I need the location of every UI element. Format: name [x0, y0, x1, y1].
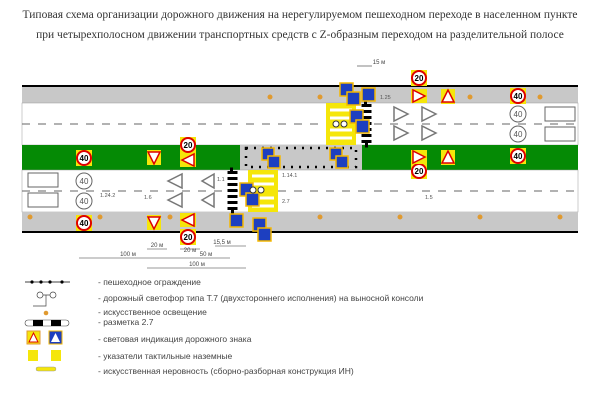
vehicle-icons	[27, 106, 576, 208]
dim-100m-a: 100 м	[120, 252, 136, 258]
svg-text:40: 40	[514, 130, 523, 139]
dimension-lines	[79, 65, 372, 269]
legend-sign-indication: - световая индикация дорожного знака	[98, 334, 252, 344]
svg-text:40: 40	[80, 219, 89, 228]
legend-speed-bump: - искусственная неровность (сборно-разбо…	[98, 366, 354, 376]
marking-checker-lower	[227, 167, 238, 215]
svg-text:40: 40	[80, 177, 89, 186]
legend-symbols	[24, 280, 70, 372]
svg-text:40: 40	[80, 154, 89, 163]
svg-text:20: 20	[184, 233, 193, 242]
speed-sign-40: 40	[510, 88, 526, 104]
warning-signs	[146, 88, 456, 231]
label-1-25: 1.25	[380, 95, 391, 101]
label-2-7: 2.7	[282, 199, 290, 205]
speed-sign-20: 20	[180, 229, 196, 245]
svg-text:20: 20	[415, 167, 424, 176]
pedestrian-fence	[244, 146, 358, 169]
svg-text:40: 40	[80, 197, 89, 206]
label-1-24-2: 1.24.2	[100, 193, 115, 199]
speed-sign-40: 40	[510, 148, 526, 164]
legend-pedestrian-fence: - пешеходное ограждение	[98, 277, 201, 287]
dim-15m: 15 м	[373, 60, 385, 66]
legend-tactile: - указатели тактильные наземные	[98, 351, 233, 361]
speed-sign-40: 40	[76, 150, 92, 166]
legend-traffic-light: - дорожный светофор типа Т.7 (двухсторон…	[98, 293, 424, 303]
label-1-1: 1.1	[217, 177, 225, 183]
speed-sign-20: 20	[180, 137, 196, 153]
top-sidewalk	[22, 86, 578, 103]
speed-limit-signs: 40 40 40 40 20 20 20 20 40 40 40 40	[75, 70, 527, 245]
speed-sign-20: 20	[411, 70, 427, 86]
dim-15-5m: 15,5 м	[213, 240, 230, 246]
dim-50m: 50 м	[200, 252, 212, 258]
label-1-6: 1.6	[144, 195, 152, 201]
dim-20m-b: 20 м	[184, 248, 196, 254]
speed-sign-20: 20	[411, 163, 427, 179]
svg-text:40: 40	[514, 110, 523, 119]
legend-lighting: - искусственное освещение	[98, 307, 207, 317]
dim-100m-b: 100 м	[189, 262, 205, 268]
legend-marking-2-7: - разметка 2.7	[98, 317, 154, 327]
street-lamps	[27, 94, 563, 220]
title-line-1: Типовая схема организации дорожного движ…	[22, 9, 578, 21]
speed-sign-40: 40	[76, 215, 92, 231]
traffic-light-icons	[249, 120, 348, 194]
label-1-14-1: 1.14.1	[282, 173, 297, 179]
label-1-5: 1.5	[425, 195, 433, 201]
bottom-sidewalk	[22, 212, 578, 232]
title-line-2: при четырехполосном движении транспортны…	[36, 29, 564, 41]
svg-text:20: 20	[415, 74, 424, 83]
svg-text:40: 40	[514, 92, 523, 101]
svg-text:20: 20	[184, 141, 193, 150]
dim-20m-a: 20 м	[151, 243, 163, 249]
svg-text:40: 40	[514, 152, 523, 161]
